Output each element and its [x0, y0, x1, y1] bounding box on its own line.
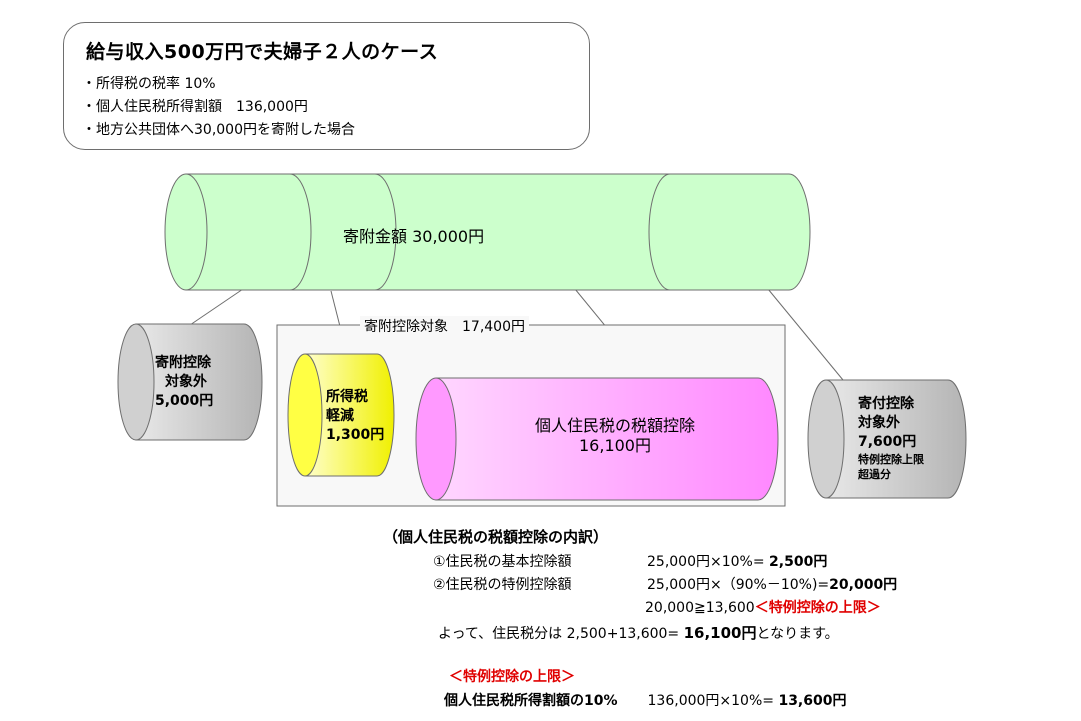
donation-label: 寄附金額 30,000円 [343, 227, 485, 246]
breakdown-special-label: ②住民税の特例控除額 [433, 577, 572, 593]
resident-tax-label: 個人住民税の税額控除 16,100円 [480, 416, 750, 456]
resident-tax-cap [415, 377, 457, 501]
limit-heading: ＜特例控除の上限＞ [449, 669, 575, 685]
resident-tax-line1: 個人住民税の税額控除 [534, 416, 695, 435]
donation-segment-line-2 [374, 173, 397, 291]
income-tax-cap [287, 353, 323, 477]
not-covered-right-cap [807, 379, 845, 499]
connector-not-covered-right [767, 288, 844, 381]
breakdown-basic-label: ①住民税の基本控除額 [433, 554, 572, 570]
not-covered-left-cap [117, 323, 155, 441]
breakdown-special-result: 20,000円 [829, 577, 898, 593]
not-covered-left-line3: 5,000円 [155, 393, 214, 409]
deduction-target-label: 寄附控除対象 17,400円 [360, 316, 529, 336]
breakdown-special-formula: 25,000円×（90%－10%)= [647, 577, 830, 593]
breakdown-heading: （個人住民税の税額控除の内訳） [383, 528, 609, 546]
breakdown-summary-post: となります。 [756, 626, 839, 642]
case-line-donation: ・地方公共団体へ30,000円を寄附した場合 [82, 122, 355, 138]
income-tax-line1: 所得税 [326, 389, 368, 405]
breakdown-summary-value: 16,100円 [683, 624, 757, 642]
limit-calc: 個人住民税所得割額の10% 136,000円×10%= 13,600円 [444, 690, 846, 712]
not-covered-left-label: 寄附控除 対象外 5,000円 [155, 354, 213, 411]
not-covered-left-line1: 寄附控除 [155, 355, 211, 371]
breakdown-basic-formula: 25,000円×10%= [647, 554, 765, 570]
not-covered-left-cylinder [135, 323, 263, 441]
limit-label: 個人住民税所得割額の10% [444, 693, 618, 709]
income-tax-cylinder [304, 353, 395, 477]
breakdown-compare-note: ＜特例控除の上限＞ [754, 600, 881, 616]
breakdown-compare-expr: 20,000≧13,600 [645, 600, 755, 616]
breakdown-summary: よって、住民税分は 2,500+13,600= 16,100円となります。 [438, 622, 839, 645]
breakdown-compare: 20,000≧13,600＜特例控除の上限＞ [645, 597, 881, 619]
case-summary-box: 給与収入500万円で夫婦子２人のケース ・所得税の税率 10% ・個人住民税所得… [63, 22, 590, 150]
not-covered-right-line1: 寄付控除 [858, 396, 914, 412]
not-covered-right-line4: 特例控除上限 [858, 453, 924, 466]
donation-cylinder-cap [164, 173, 208, 291]
not-covered-right-label: 寄付控除 対象外 7,600円 特例控除上限 超過分 [858, 395, 924, 482]
not-covered-right-line2: 対象外 [858, 415, 900, 431]
breakdown-special-calc: 25,000円×（90%－10%)=20,000円 [647, 574, 897, 596]
breakdown-basic-calc: 25,000円×10%= 2,500円 [647, 551, 827, 573]
income-tax-line3: 1,300円 [326, 427, 385, 443]
not-covered-right-line5: 超過分 [858, 468, 891, 481]
donation-segment-line-1 [289, 173, 312, 291]
breakdown-summary-pre: よって、住民税分は 2,500+13,600= [438, 626, 680, 642]
case-line-resident-tax: ・個人住民税所得割額 136,000円 [82, 99, 308, 115]
not-covered-right-line3: 7,600円 [858, 434, 917, 450]
case-line-tax-rate: ・所得税の税率 10% [82, 76, 216, 92]
not-covered-right-cylinder [825, 379, 967, 499]
connector-not-covered-left [189, 286, 247, 326]
donation-cylinder [185, 173, 811, 291]
limit-formula: 136,000円×10%= [647, 693, 774, 709]
not-covered-left-line2: 対象外 [165, 374, 207, 390]
income-tax-label: 所得税 軽減 1,300円 [326, 388, 384, 445]
case-title: 給与収入500万円で夫婦子２人のケース [86, 41, 439, 63]
donation-segment-line-3 [648, 173, 671, 291]
limit-result: 13,600円 [778, 693, 847, 709]
resident-tax-line2: 16,100円 [579, 436, 651, 455]
resident-tax-cylinder [435, 377, 779, 501]
income-tax-line2: 軽減 [326, 408, 354, 424]
breakdown-basic-result: 2,500円 [769, 554, 828, 570]
